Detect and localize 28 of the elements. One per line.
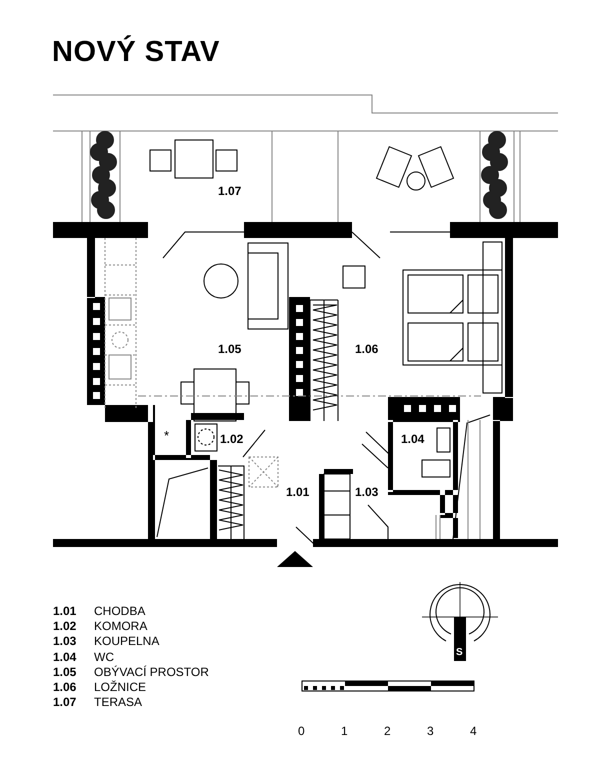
room-number: 1.06: [355, 343, 378, 355]
room-number: 1.02: [53, 620, 76, 632]
room-number: 1.03: [355, 486, 378, 498]
scale-number: 2: [384, 725, 391, 737]
room-number: 1.05: [53, 666, 76, 678]
room-name: KOUPELNA: [94, 635, 160, 648]
room-number: 1.05: [218, 343, 242, 355]
room-name: KOMORA: [94, 620, 148, 632]
room-name: WC: [94, 650, 114, 663]
room-number: 1.07: [53, 696, 76, 708]
scale-number: 4: [470, 725, 477, 737]
room-number: 1.01: [286, 486, 310, 498]
room-number: 1.04: [401, 433, 424, 445]
room-name: OBÝVACÍ PROSTOR: [94, 666, 209, 678]
room-number: 1.01: [53, 605, 76, 617]
compass-letter: S: [456, 648, 463, 658]
room-number: 1.07: [218, 185, 242, 197]
room-name: CHODBA: [94, 605, 146, 617]
room-number: 1.02: [220, 433, 244, 445]
room-name: TERASA: [94, 696, 142, 708]
scale-number: 1: [341, 725, 348, 737]
room-number: 1.06: [53, 681, 76, 693]
scale-number: 0: [298, 725, 305, 737]
asterisk-mark: *: [164, 429, 170, 442]
room-name: LOŽNICE: [94, 681, 146, 693]
room-number: 1.03: [53, 635, 76, 648]
scale-number: 3: [427, 725, 434, 737]
room-number: 1.04: [53, 650, 76, 663]
